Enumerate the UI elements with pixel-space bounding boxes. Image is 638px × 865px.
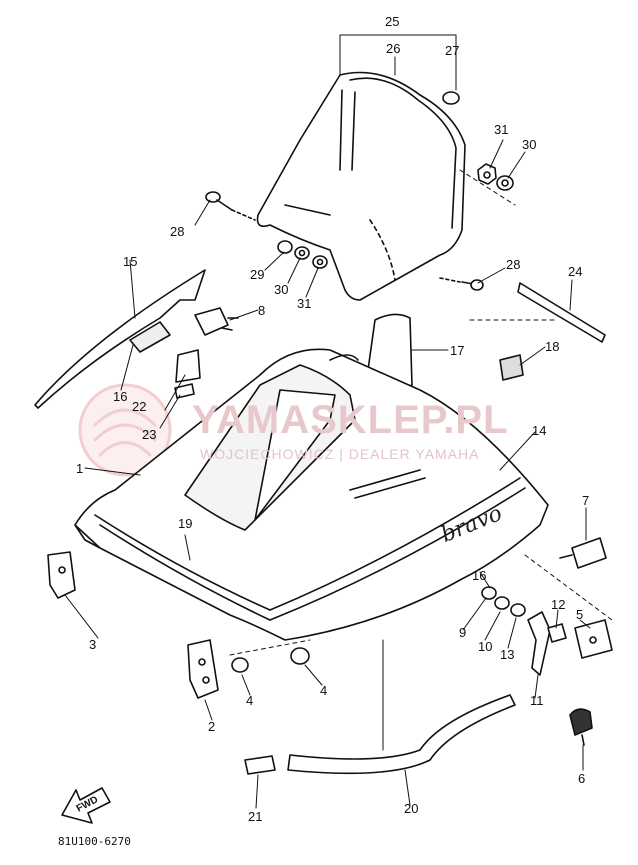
pad-22-23 [174, 349, 201, 399]
callout-18: 18 [545, 339, 560, 354]
callout-28b: 28 [506, 257, 521, 272]
callout-5: 5 [576, 607, 584, 622]
washers-lower [277, 240, 328, 269]
callout-20: 20 [404, 801, 419, 816]
callout-15: 15 [123, 254, 138, 269]
bumper-21 [244, 755, 276, 775]
grommet-27 [442, 91, 460, 105]
callout-1: 1 [76, 461, 84, 476]
washers-9-10-13 [481, 586, 526, 617]
seal-20 [287, 694, 516, 775]
hood-body [74, 348, 549, 641]
callout-24: 24 [568, 264, 583, 279]
latch-3 [47, 551, 76, 599]
callout-19: 19 [178, 516, 193, 531]
callout-4a: 4 [246, 693, 254, 708]
grommets-4 [231, 647, 310, 673]
bracket-5 [574, 619, 613, 659]
callout-27: 27 [445, 43, 460, 58]
callout-30b: 30 [274, 282, 289, 297]
callout-28a: 28 [170, 224, 185, 239]
callout-22: 22 [132, 399, 147, 414]
handle-7 [559, 537, 607, 569]
bushing-12 [547, 623, 567, 643]
callout-8: 8 [258, 303, 266, 318]
windshield [256, 71, 466, 301]
callout-11: 11 [530, 693, 544, 708]
callout-13: 13 [500, 647, 515, 662]
knob-6 [569, 708, 593, 746]
bolt-28-right [439, 277, 484, 291]
plate-18 [499, 354, 524, 381]
callout-21: 21 [248, 809, 263, 824]
callout-17: 17 [450, 343, 465, 358]
callout-26: 26 [386, 41, 401, 56]
watermark-subtitle: WOJCIECHOWICZ | DEALER YAMAHA [200, 446, 480, 462]
callout-23: 23 [142, 427, 157, 442]
watermark-logo-icon [78, 383, 172, 477]
bolt-28-left [205, 191, 256, 221]
callout-4b: 4 [320, 683, 328, 698]
callout-2: 2 [208, 719, 216, 734]
stripe-decal [34, 269, 206, 409]
callout-30a: 30 [522, 137, 537, 152]
callout-14: 14 [532, 423, 547, 438]
callout-31b: 31 [297, 296, 312, 311]
callout-6: 6 [578, 771, 586, 786]
bracket-8 [194, 307, 239, 336]
callout-16a: 16 [113, 389, 128, 404]
callout-9: 9 [459, 625, 467, 640]
callout-10: 10 [478, 639, 493, 654]
callout-3: 3 [89, 637, 97, 652]
callout-25: 25 [385, 14, 400, 29]
nuts-upper [477, 163, 514, 191]
strip-24 [517, 282, 606, 343]
hinge-2 [187, 639, 219, 699]
callout-12: 12 [551, 597, 566, 612]
watermark-title: YAMASKLEP.PL [192, 398, 509, 442]
lever-11 [527, 611, 551, 676]
callout-31a: 31 [494, 122, 509, 137]
callout-29: 29 [250, 267, 265, 282]
drawing-code: 81U100-6270 [58, 835, 131, 848]
fwd-arrow-icon [61, 787, 111, 824]
callout-16b: 16 [472, 568, 487, 583]
callout-7: 7 [582, 493, 590, 508]
leader-lines [64, 34, 613, 809]
